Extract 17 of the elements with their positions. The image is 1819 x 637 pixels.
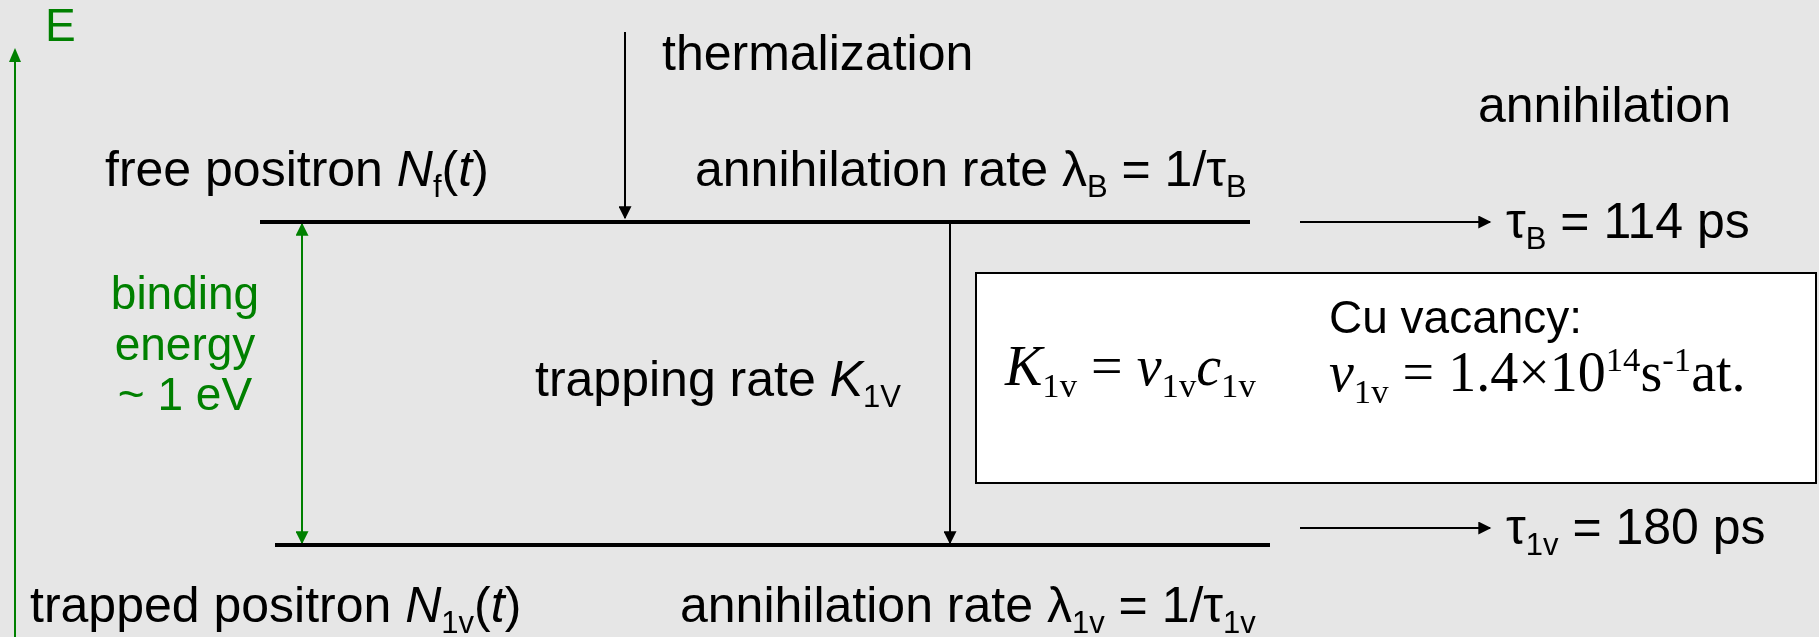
- arrow: [1299, 215, 1492, 229]
- process-label: annihilation: [1478, 78, 1731, 133]
- heading-text: Cu vacancy:: [1329, 292, 1583, 343]
- arrow: [618, 31, 632, 220]
- annihilation-rate: annihilation rate λ$_{B}$ = 1/τ$_{B}$: [695, 142, 1247, 197]
- annihilation-rate: annihilation rate λ$_{1v}$ = 1/τ$_{1v}$: [680, 578, 1256, 633]
- level-name: trapped positron N$_{1v}$(t): [30, 578, 522, 633]
- formula: K$_{1v}$ = ν$_{1v}$c$_{1v}$: [1005, 336, 1256, 398]
- lifetime-value: τ$_{1v}$ = 180 ps: [1490, 500, 1817, 558]
- lifetime-value: τ$_{B}$ = 114 ps: [1490, 194, 1805, 250]
- formula-panel: [975, 272, 1817, 484]
- level-name: free positron N$_{f}$(t): [105, 142, 489, 197]
- axis-label: E: [45, 0, 76, 51]
- arrow: [295, 222, 309, 545]
- arrow: [943, 223, 957, 545]
- formula: ν$_{1v}$ = 1.4×10$^{14}$s$^{-1}$at.: [1329, 342, 1746, 404]
- arrow: [1299, 521, 1492, 535]
